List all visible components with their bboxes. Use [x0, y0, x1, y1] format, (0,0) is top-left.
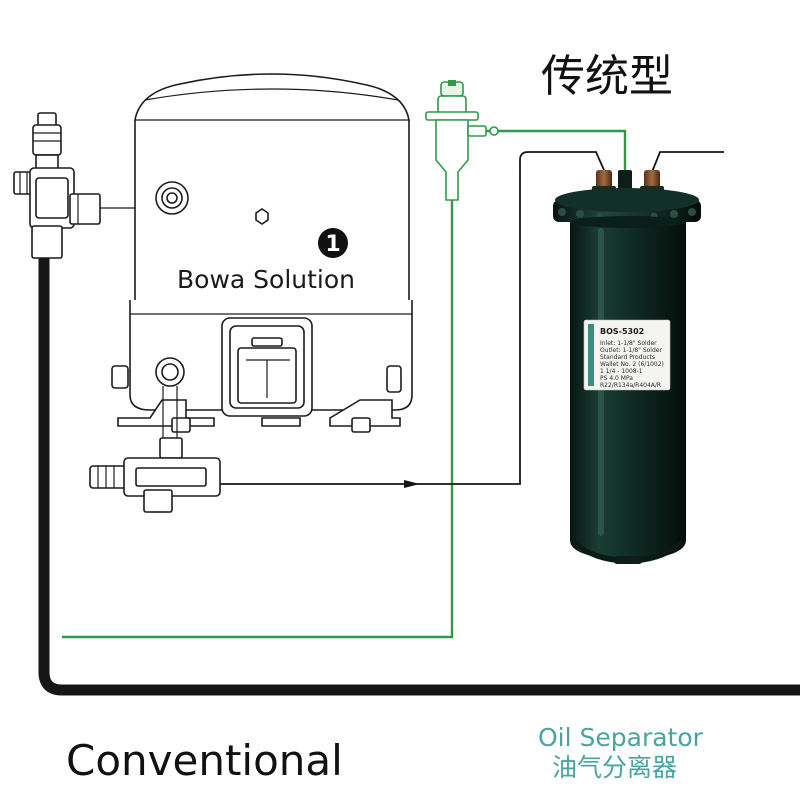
flow-arrow-icon — [404, 480, 420, 488]
separator-label-line-1: Inlet: 1-1/8" Solder — [600, 340, 657, 347]
footer-label: Conventional — [66, 736, 343, 785]
separator-label-line-4: Wallet No. 2 (6/1002) — [600, 361, 664, 368]
separator-outlet-line — [651, 151, 724, 173]
separator-label-line-3: Standard Products — [600, 354, 655, 361]
suction-tee-fitting — [89, 437, 221, 513]
page-title: 传统型 — [541, 51, 673, 102]
separator-label-extra-1: PS 4.0 MPa — [600, 375, 633, 382]
oil-return-line-upper — [485, 129, 627, 172]
compressor — [111, 73, 413, 438]
step-badge — [318, 228, 348, 258]
separator-label-extra-2: R22/R134a/R404A/R — [600, 382, 661, 389]
separator-product-label: BOS-5302 Inlet: 1-1/8" Solder Outlet: 1-… — [583, 319, 671, 391]
separator-caption-cn: 油气分离器 — [552, 753, 677, 782]
separator-model: BOS-5302 — [600, 327, 644, 336]
separator-label-line-2: Outlet: 1-1/8" Solder — [600, 347, 662, 354]
oil-level-regulator — [425, 80, 499, 201]
separator-inlet-line — [220, 151, 605, 485]
inlet-valve-assembly — [13, 112, 158, 259]
separator-label-line-5: 1 1/4 - 1008-1 — [600, 368, 643, 375]
oil-return-line — [62, 200, 454, 639]
oil-separator-tank — [553, 170, 701, 564]
step-badge-number: 1 — [325, 232, 340, 257]
main-discharge-pipe — [38, 255, 800, 696]
separator-caption-en: Oil Separator — [538, 723, 704, 752]
compressor-brand-label: Bowa Solution — [177, 265, 355, 294]
